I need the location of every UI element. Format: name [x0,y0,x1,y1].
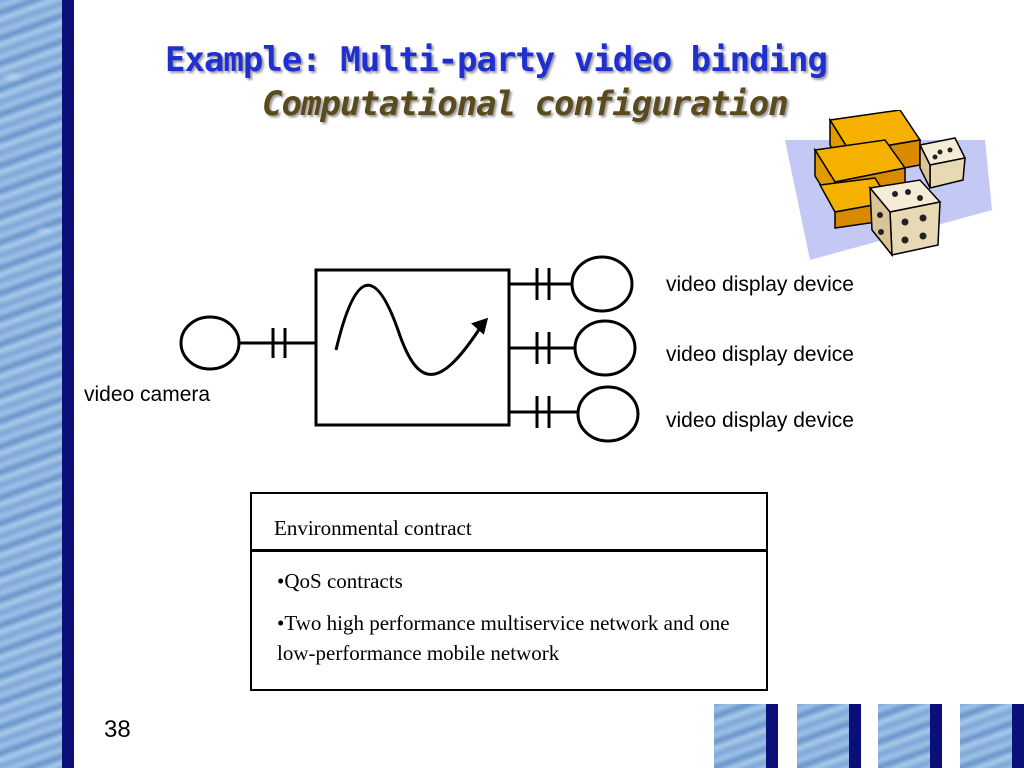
contract-item-networks: •Two high performance multiservice netwo… [277,611,730,665]
decor-tile-3 [878,704,942,768]
video-display-node-2 [573,319,637,377]
video-camera-node [179,315,241,371]
contract-item-qos: •QoS contracts [277,569,403,593]
video-camera-label: video camera [84,383,211,406]
decor-tile-2 [797,704,861,768]
slide-subtitle: Computational configuration [262,84,789,124]
decor-tile-1 [714,704,778,768]
video-display-label-3: video display device [666,409,854,432]
environmental-contract-box: Environmental contract •QoS contracts •T… [250,492,768,691]
sine-wave-icon [334,283,484,376]
decor-tile-4 [960,704,1024,768]
environmental-contract-body: •QoS contracts •Two high performance mul… [252,552,766,668]
gold-bars-and-dice-icon [785,110,992,260]
sidebar-stripe [62,0,74,768]
video-display-label-1: video display device [666,273,854,296]
video-display-label-2: video display device [666,343,854,366]
video-display-node-3 [576,385,640,443]
binding-object-box [314,268,511,427]
environmental-contract-header: Environmental contract [252,494,766,552]
video-display-node-1 [570,255,634,313]
sidebar-texture [0,0,62,768]
slide-title: Example: Multi-party video binding [165,40,828,80]
page-number: 38 [104,716,131,743]
